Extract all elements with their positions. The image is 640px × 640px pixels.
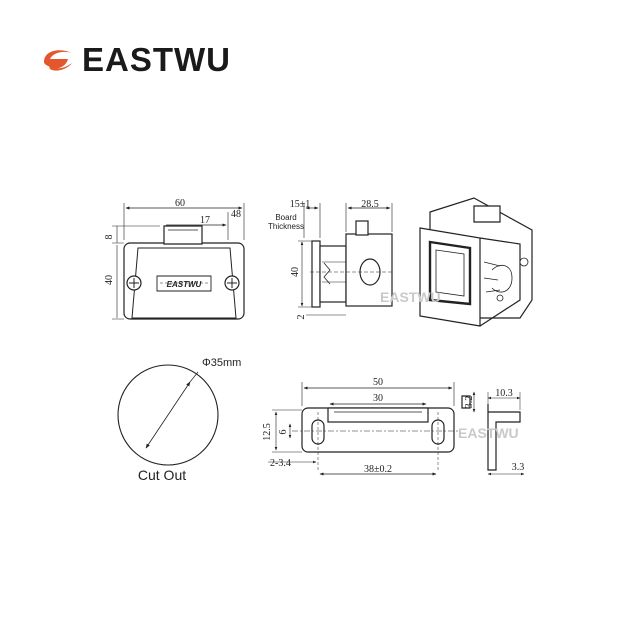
- front-height-label: 40: [104, 275, 115, 285]
- brand-logo: EASTWU: [42, 40, 231, 80]
- isometric-view: [419, 197, 533, 327]
- watermark-bottom: EASTWU: [458, 425, 519, 441]
- strike-plate-profile: [461, 391, 525, 476]
- plate-height-label: 12.5: [262, 423, 273, 441]
- brand-mark-icon: [44, 50, 72, 71]
- plate-length-label: 50: [373, 377, 383, 388]
- profile-c-label: 3.3: [512, 462, 525, 473]
- plate-slot-label: 6: [278, 430, 289, 435]
- side-height-label: 40: [290, 267, 301, 277]
- front-inner-label: 17: [200, 215, 210, 226]
- side-board-dim: 15±1: [290, 199, 311, 210]
- front-right-label: 48: [231, 209, 241, 220]
- cutout-caption: Cut Out: [138, 467, 186, 483]
- plate-hole-label: 2-3.4: [270, 458, 291, 469]
- cutout-diameter-label: Φ35mm: [202, 357, 241, 369]
- profile-a-label: 3.2: [464, 396, 475, 409]
- cutout-circle-icon: [117, 364, 219, 466]
- board-label-line2: Thickness: [268, 222, 304, 231]
- front-width-label: 60: [175, 198, 185, 209]
- plate-pitch-label: 38±0.2: [364, 464, 392, 475]
- strike-plate-view: [268, 382, 460, 476]
- front-view: [112, 203, 245, 320]
- side-depth-label: 28.5: [361, 199, 379, 210]
- brand-name: EASTWU: [82, 41, 231, 78]
- front-logo-text: EASTWU: [167, 280, 202, 289]
- cutout-diagram: [117, 364, 219, 466]
- plate-inner-label: 30: [373, 393, 383, 404]
- side-view: [298, 203, 393, 316]
- profile-b-label: 10.3: [495, 388, 513, 399]
- board-label-line1: Board: [275, 213, 296, 222]
- front-tab-label: 8: [104, 235, 115, 240]
- watermark-top: EASTWU: [380, 289, 441, 305]
- side-bottom-label: 2: [296, 315, 307, 320]
